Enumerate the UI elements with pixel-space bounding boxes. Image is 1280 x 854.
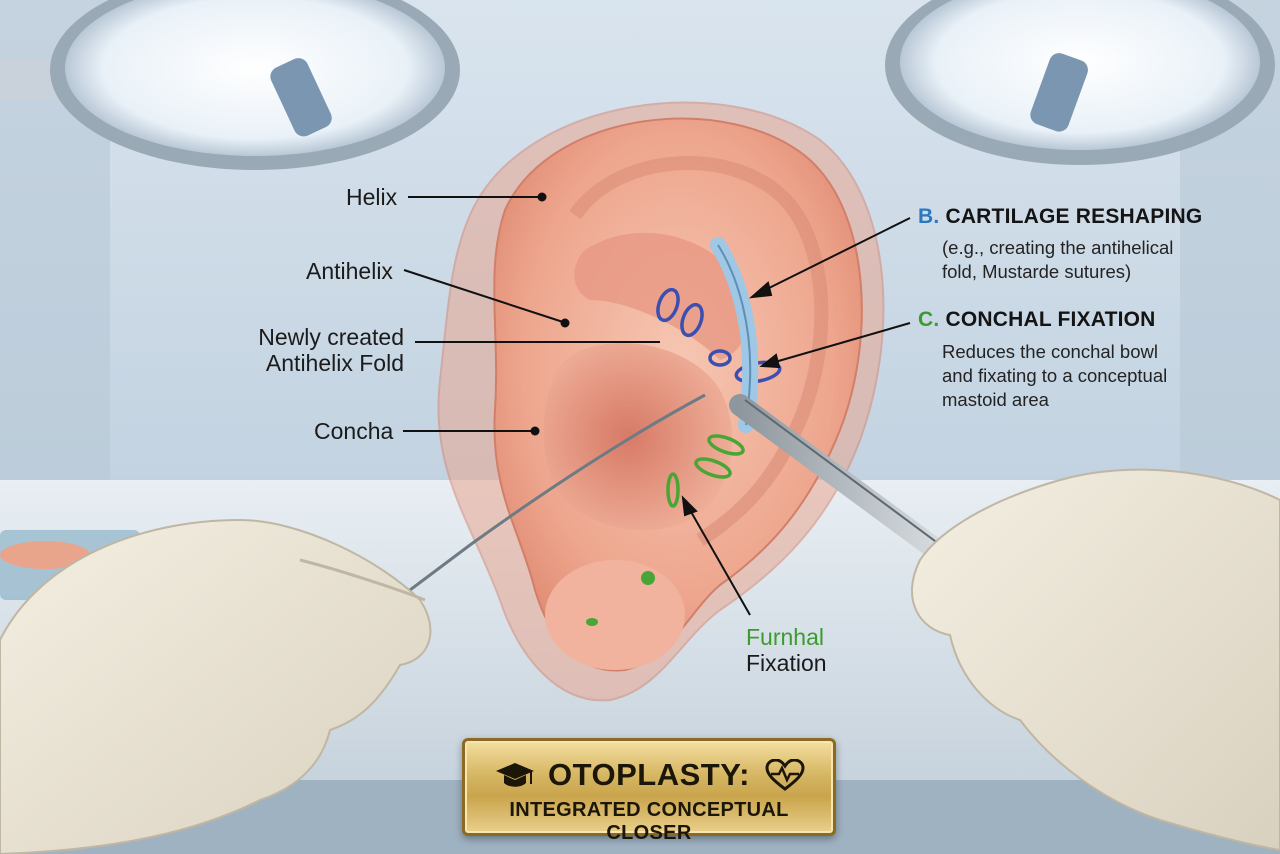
plaque-subtitle: INTEGRATED CONCEPTUAL CLOSER (509, 799, 789, 844)
section-c-description: Reduces the conchal bowl and fixating to… (942, 340, 1167, 412)
title-plaque: OTOPLASTY: INTEGRATED CONCEPTUAL CLOSER (462, 738, 836, 844)
section-b-letter: B. (918, 205, 940, 228)
label-concha: Concha (314, 418, 394, 444)
section-b-heading: B. CARTILAGE RESHAPING (918, 205, 1202, 229)
section-b-title: CARTILAGE RESHAPING (945, 205, 1203, 228)
ear-illustration (437, 101, 885, 702)
section-c-desc-line1: Reduces the conchal bowl (942, 341, 1158, 362)
section-c-title: CONCHAL FIXATION (945, 308, 1156, 331)
surgical-lamp-right (885, 0, 1275, 165)
section-b-description: (e.g., creating the antihelical fold, Mu… (942, 236, 1173, 284)
label-helix: Helix (346, 184, 398, 210)
section-c-heading: C. CONCHAL FIXATION (918, 308, 1156, 332)
surgical-lamp-left (0, 0, 460, 170)
section-b-desc-line2: fold, Mustarde sutures) (942, 261, 1132, 283)
section-c-letter: C. (918, 308, 940, 331)
label-new-fold-line1: Newly created (258, 324, 404, 350)
label-furnhal-line2: Fixation (746, 650, 827, 677)
section-c-desc-line2: and fixating to a conceptual (942, 365, 1168, 387)
label-new-antihelix-fold: Newly created Antihelix Fold (258, 324, 404, 377)
graduation-cap-icon (496, 763, 534, 787)
leader-lines (403, 192, 911, 616)
needle (409, 393, 706, 592)
label-furnhal-fixation: Furnhal Fixation (746, 624, 827, 677)
label-furnhal-line1: Furnhal (746, 624, 824, 650)
gloved-hand-left (0, 518, 432, 854)
plaque-title: OTOPLASTY: (548, 757, 750, 792)
conchal-sutures (666, 434, 745, 508)
label-new-fold-line2: Antihelix Fold (265, 350, 404, 377)
label-antihelix: Antihelix (306, 258, 393, 284)
heart-pulse-icon (765, 759, 805, 791)
gloved-hand-right (910, 468, 1280, 852)
section-b-desc-line1: (e.g., creating the antihelical (942, 237, 1174, 258)
section-c-desc-line3: mastoid area (942, 389, 1049, 411)
